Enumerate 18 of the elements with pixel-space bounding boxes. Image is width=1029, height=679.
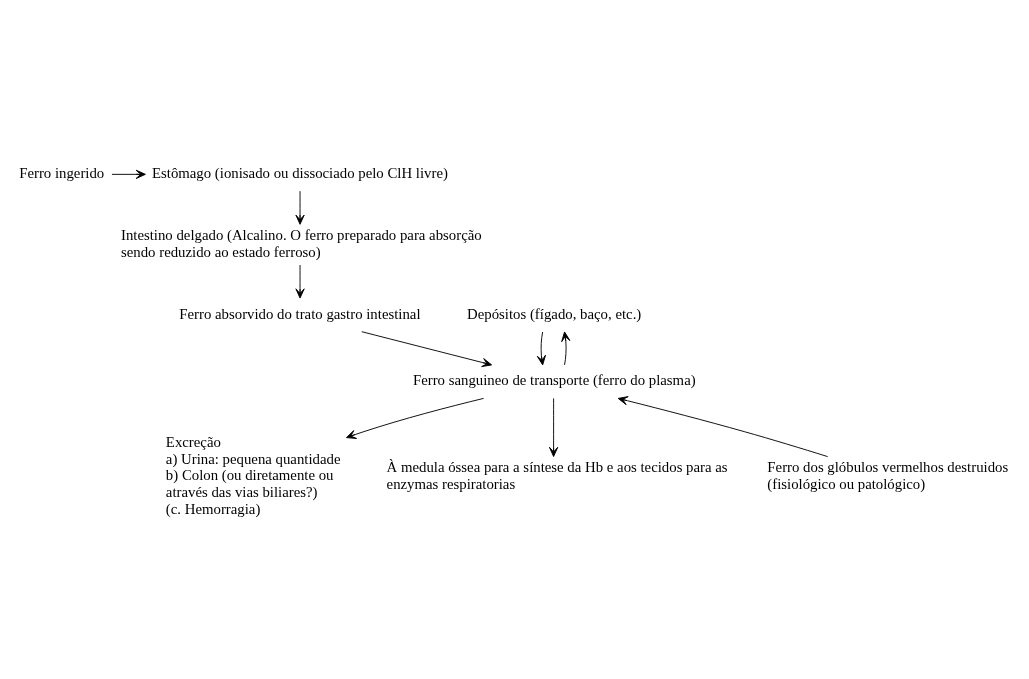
arrow	[361, 330, 493, 367]
arrow	[536, 331, 546, 365]
node-text: À medula óssea para a síntese da Hb e aos tecidos para as enzymas respiratorias	[386, 458, 728, 492]
arrow	[561, 331, 571, 365]
node-text: Depósitos (fígado, baço, etc.)	[467, 305, 642, 322]
arrow	[548, 397, 559, 457]
node-text: Ferro absorvido do trato gastro intestinal	[179, 305, 421, 322]
arrow	[111, 169, 146, 179]
node-text: Intestino delgado (Alcalino. O ferro preparado para absorção sendo reduzido ao estado ferroso)	[120, 226, 482, 260]
arrow	[345, 397, 485, 439]
node-text: Ferro dos glóbulos vermelhos destruidos (fisiológico ou patológico)	[767, 458, 1009, 492]
node-text: Estômago (ionisado ou dissociado pelo ClH livre)	[151, 164, 448, 181]
node-text: Ferro sanguineo de transporte (ferro do plasma)	[412, 371, 696, 388]
arrow	[295, 264, 305, 299]
node-text: Ferro ingerido	[19, 164, 105, 181]
node-text: Excreção a) Urina: pequena quantidade b) Colon (ou diretamente ou através das vias biliares?) (c. Hemorragia)	[165, 433, 341, 517]
arrow	[617, 395, 829, 457]
arrow	[295, 190, 305, 225]
